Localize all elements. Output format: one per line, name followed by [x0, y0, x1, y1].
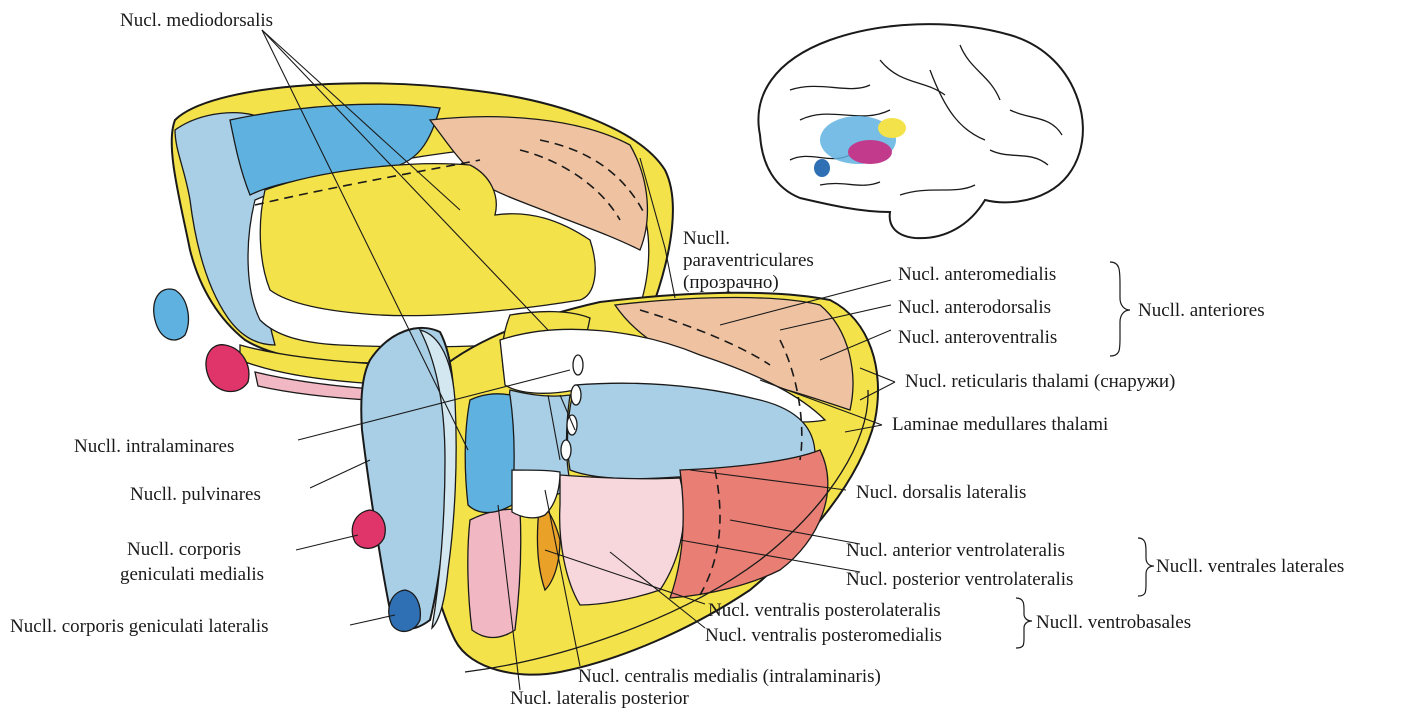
brain-inset: [758, 24, 1082, 238]
label-posteromedialis: Nucl. ventralis posteromedialis: [705, 625, 942, 646]
label-cgl: Nucll. corporis geniculati lateralis: [10, 616, 269, 637]
label-paraventriculares-3: (прозрачно): [683, 272, 779, 293]
label-dorsalis-lateralis: Nucl. dorsalis lateralis: [856, 482, 1026, 503]
label-intralaminares: Nucll. intralaminares: [74, 436, 234, 457]
label-cgm-1: Nucll. corporis: [127, 539, 241, 560]
lower-slab-intralaminar-blue: [465, 394, 514, 513]
lamina-dot-2: [571, 385, 581, 405]
pulvinar-column: [352, 328, 456, 632]
label-posterolateralis: Nucl. ventralis posterolateralis: [708, 600, 941, 621]
lamina-dot-3: [567, 415, 577, 435]
label-laminae: Laminae medullares thalami: [892, 414, 1108, 435]
label-posterior-ventrolateralis: Nucl. posterior ventrolateralis: [846, 569, 1073, 590]
cgm-bulge: [352, 510, 385, 548]
label-pulvinares: Nucll. pulvinares: [130, 484, 261, 505]
lamina-dot-1: [573, 355, 583, 375]
label-lateralis-posterior: Nucl. lateralis posterior: [510, 688, 690, 708]
brace-ventrales-laterales: [1138, 538, 1154, 596]
label-anteriores: Nucll. anteriores: [1138, 300, 1265, 321]
brain-geniculate-blue: [814, 159, 830, 177]
brain-thalamus-magenta: [848, 140, 892, 164]
brain-outline: [758, 24, 1082, 238]
brain-thalamus-yellow: [878, 118, 906, 138]
label-centralis-medialis: Nucl. centralis medialis (intralaminaris…: [578, 666, 881, 687]
label-paraventriculares-2: paraventriculares: [683, 250, 814, 271]
brace-anteriores: [1110, 262, 1130, 356]
label-mediodorsalis: Nucl. mediodorsalis: [120, 10, 273, 31]
label-anterodorsalis: Nucl. anterodorsalis: [898, 297, 1051, 318]
label-reticularis: Nucl. reticularis thalami (снаружи): [905, 371, 1175, 392]
lower-slab-lateral-posterior-pink: [468, 509, 521, 637]
label-paraventriculares-1: Nucll.: [683, 228, 730, 249]
cgl-bulge: [389, 590, 420, 631]
upper-slab-blue-bulge: [154, 289, 189, 340]
label-cgm-2: geniculati medialis: [120, 564, 264, 585]
label-anteromedialis: Nucl. anteromedialis: [898, 264, 1056, 285]
braces: [1016, 262, 1154, 648]
lamina-dot-4: [561, 440, 571, 460]
label-anteroventralis: Nucl. anteroventralis: [898, 327, 1057, 348]
brace-ventrobasales: [1016, 598, 1032, 648]
label-ventrobasales: Nucll. ventrobasales: [1036, 612, 1191, 633]
label-anterior-ventrolateralis: Nucl. anterior ventrolateralis: [846, 540, 1065, 561]
label-ventrales-laterales: Nucll. ventrales laterales: [1156, 556, 1344, 577]
